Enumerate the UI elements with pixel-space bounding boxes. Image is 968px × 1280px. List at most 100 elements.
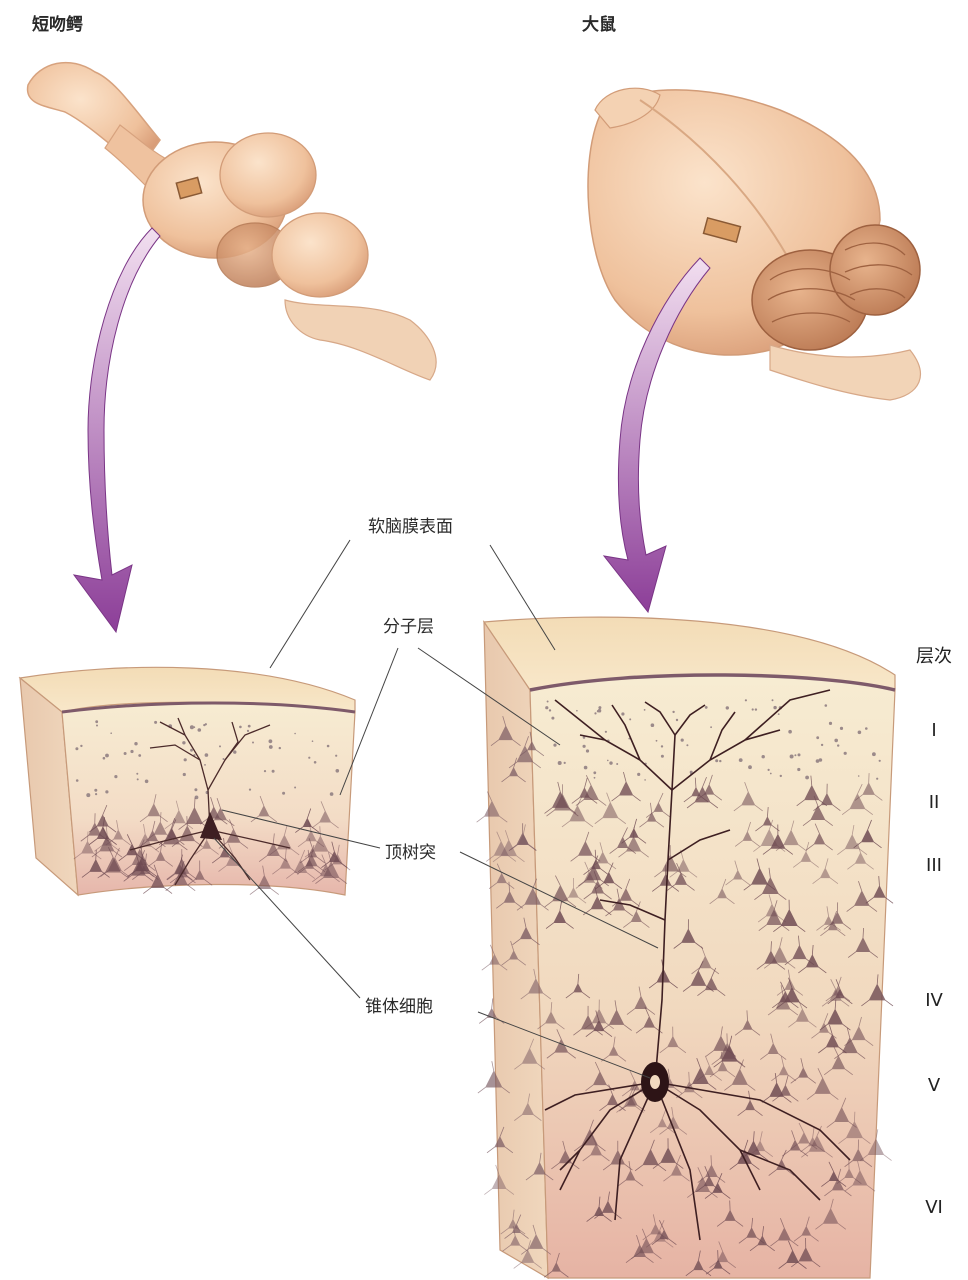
texture-dot	[629, 718, 631, 720]
alligator-cerebrum-back	[220, 133, 316, 217]
texture-dot	[183, 773, 186, 776]
layer-6-label: VI	[914, 1197, 954, 1218]
layer-3-label: III	[914, 855, 954, 876]
apical-dendrite-label: 顶树突	[385, 838, 436, 863]
texture-dot	[755, 708, 757, 710]
texture-dot	[840, 727, 843, 730]
texture-dot	[138, 754, 141, 757]
texture-dot	[294, 787, 296, 789]
texture-dot	[272, 770, 275, 773]
texture-dot	[564, 762, 566, 764]
texture-dot	[194, 788, 197, 791]
texture-dot	[594, 777, 596, 779]
alligator-label: 短吻鳄	[32, 10, 83, 35]
texture-dot	[312, 740, 314, 742]
texture-dot	[558, 761, 562, 765]
texture-dot	[593, 771, 596, 774]
alligator-brainstem	[285, 300, 436, 380]
texture-dot	[778, 713, 780, 715]
texture-dot	[103, 757, 106, 760]
texture-dot	[726, 706, 729, 709]
texture-dot	[584, 766, 588, 770]
texture-dot	[96, 725, 98, 727]
texture-dot	[182, 741, 185, 744]
soma-nucleus	[650, 1075, 660, 1089]
texture-dot	[547, 701, 549, 703]
texture-dot	[223, 758, 225, 760]
texture-dot	[248, 725, 251, 728]
texture-dot	[770, 773, 772, 775]
texture-dot	[858, 775, 860, 777]
texture-dot	[219, 745, 221, 747]
texture-dot	[621, 712, 624, 715]
texture-dot	[748, 765, 752, 769]
texture-dot	[681, 739, 684, 742]
texture-dot	[551, 717, 554, 720]
texture-dot	[661, 755, 664, 758]
texture-dot	[154, 721, 157, 724]
texture-dot	[252, 742, 254, 744]
texture-dot	[790, 755, 794, 759]
rat-brain	[588, 88, 920, 400]
texture-dot	[772, 699, 774, 701]
texture-dot	[686, 744, 688, 746]
texture-dot	[794, 754, 796, 756]
rat-brainstem	[770, 345, 920, 400]
texture-dot	[719, 760, 721, 762]
layer-1-label: I	[914, 720, 954, 741]
texture-dot	[75, 747, 78, 750]
texture-dot	[876, 778, 878, 780]
texture-dot	[705, 706, 708, 709]
texture-dot	[145, 780, 149, 784]
alligator-brain	[28, 63, 437, 380]
texture-dot	[294, 733, 296, 735]
texture-dot	[676, 719, 678, 721]
rat-label: 大鼠	[582, 10, 616, 35]
texture-dot	[130, 750, 133, 753]
texture-dot	[605, 731, 607, 733]
texture-dot	[136, 773, 138, 775]
texture-dot	[190, 725, 194, 729]
texture-dot	[114, 775, 117, 778]
texture-dot	[805, 776, 809, 780]
texture-dot	[616, 763, 618, 765]
texture-dot	[553, 744, 556, 747]
texture-dot	[137, 778, 139, 780]
texture-dot	[105, 790, 108, 793]
texture-dot	[644, 779, 646, 781]
texture-dot	[834, 739, 838, 743]
texture-dot	[330, 792, 334, 796]
texture-dot	[821, 744, 823, 746]
texture-dot	[110, 732, 112, 734]
texture-dot	[798, 753, 801, 756]
texture-dot	[269, 745, 273, 749]
texture-dot	[205, 753, 209, 757]
texture-dot	[797, 768, 800, 771]
texture-dot	[184, 758, 187, 761]
texture-dot	[549, 709, 551, 711]
pyramidal-cell-label: 锥体细胞	[365, 992, 433, 1017]
texture-dot	[269, 739, 273, 743]
texture-dot	[773, 706, 776, 709]
texture-dot	[844, 752, 847, 755]
texture-dot	[86, 793, 90, 797]
texture-dot	[203, 724, 205, 726]
texture-dot	[335, 755, 337, 757]
texture-dot	[279, 747, 281, 749]
texture-dot	[545, 706, 548, 709]
texture-dot	[204, 764, 206, 766]
texture-dot	[865, 727, 868, 730]
layer-4-label: IV	[914, 990, 954, 1011]
texture-dot	[598, 706, 601, 709]
texture-dot	[829, 722, 832, 725]
texture-dot	[594, 712, 596, 714]
texture-dot	[661, 745, 663, 747]
texture-dot	[609, 761, 612, 764]
left-arrow	[74, 228, 160, 632]
rat-cortex-block	[477, 617, 895, 1278]
texture-dot	[308, 757, 310, 759]
texture-dot	[94, 789, 97, 792]
texture-dot	[816, 736, 819, 739]
texture-dot	[780, 775, 782, 777]
texture-dot	[672, 711, 674, 713]
